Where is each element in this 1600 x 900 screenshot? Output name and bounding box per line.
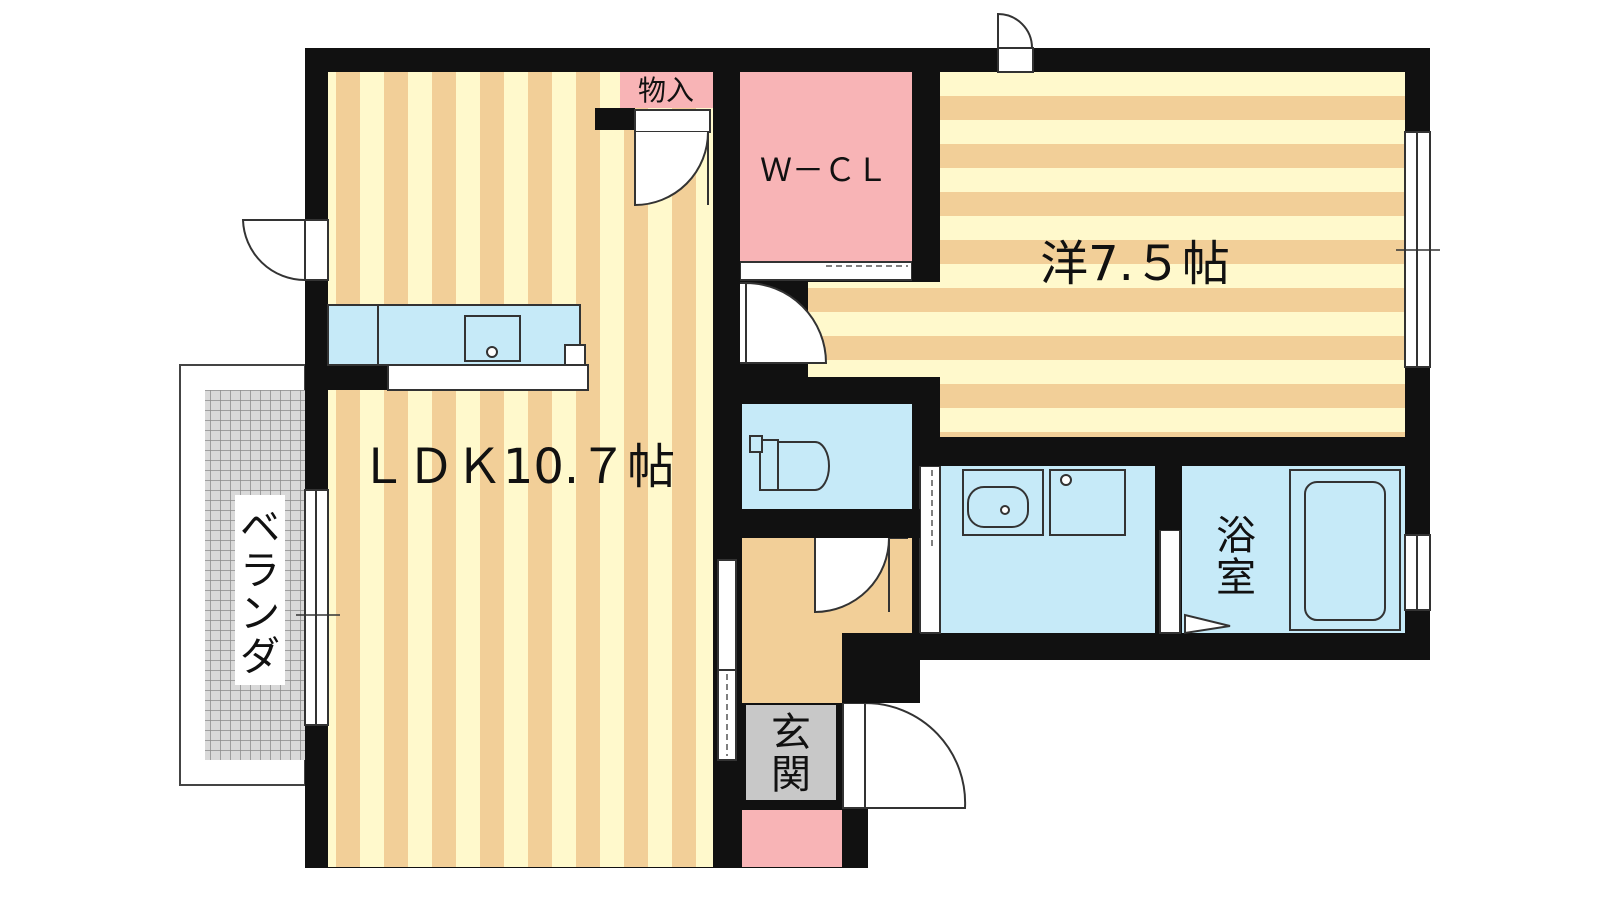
toilet-icon xyxy=(777,441,830,491)
ldk-label: ＬＤＫ10.７帖 xyxy=(359,439,675,495)
western-room-door-swing xyxy=(745,282,828,364)
walk-in-closet: Ｗ－ＣＬ xyxy=(739,72,913,281)
western-room-label: 洋7.５帖 xyxy=(1040,236,1230,292)
storage-door-swing xyxy=(634,131,709,207)
bathroom: 浴 室 xyxy=(1182,466,1405,635)
toilet-room xyxy=(742,404,912,509)
veranda-label-char-2: ラ xyxy=(240,548,280,594)
western-room: 洋7.５帖 xyxy=(808,72,1405,437)
kitchen-counter xyxy=(327,304,589,391)
toilet-door-swing xyxy=(814,537,890,614)
storage-label: 物入 xyxy=(638,74,694,107)
veranda-label-char-1: ベ xyxy=(240,505,280,551)
storage-room: 物入 xyxy=(595,72,713,207)
entrance-label-line2: 関 xyxy=(771,752,811,798)
veranda-label-char-4: ダ xyxy=(240,634,280,680)
bath-label-line2: 室 xyxy=(1216,555,1256,601)
bath-label-line1: 浴 xyxy=(1216,513,1256,559)
veranda-label-char-3: ン xyxy=(240,591,280,637)
wcl-label: Ｗ－ＣＬ xyxy=(760,151,888,189)
bath-door-wedge xyxy=(1184,613,1231,635)
front-door-swing xyxy=(864,701,967,809)
washroom xyxy=(919,465,1181,634)
western-room-rear-door-swing xyxy=(997,12,1034,49)
ldk-side-door-swing xyxy=(241,219,306,282)
veranda: ベ ラ ン ダ xyxy=(179,364,306,786)
entrance-label-line1: 玄 xyxy=(771,710,811,756)
